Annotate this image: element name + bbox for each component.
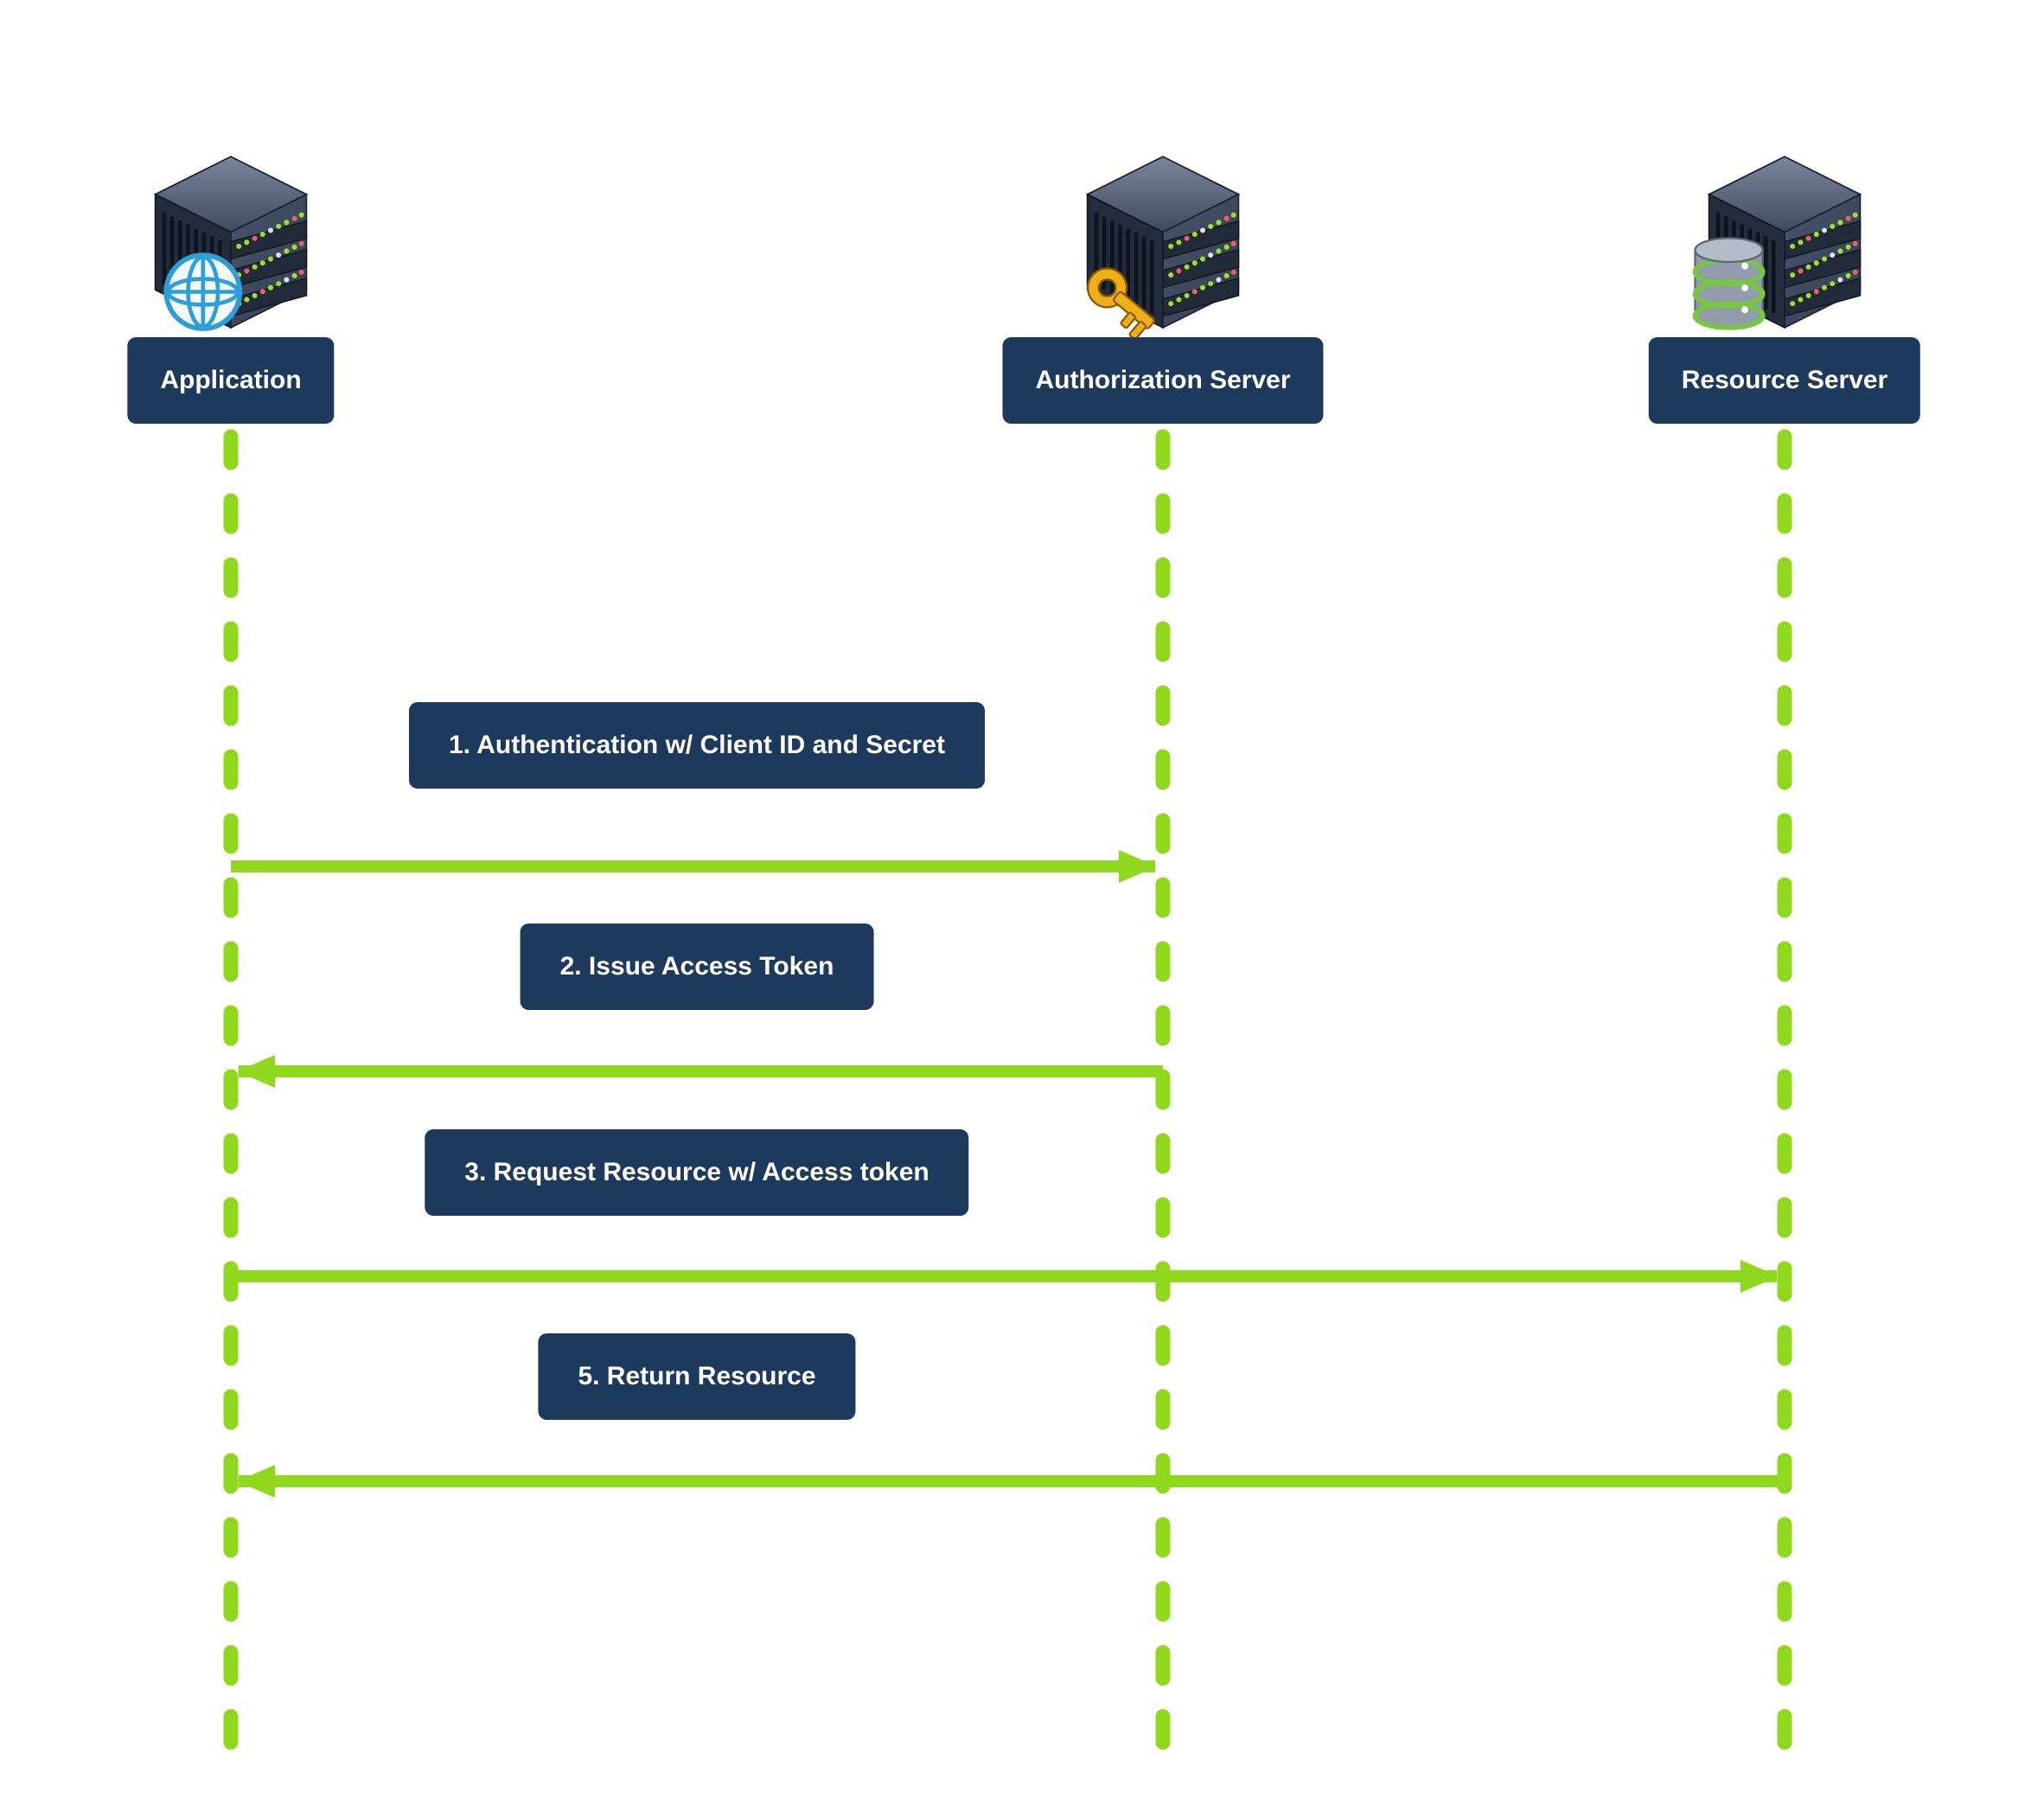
message-label-1: 1. Authentication w/ Client ID and Secre… <box>409 702 985 789</box>
actor-label-authorization-server: Authorization Server <box>1002 337 1324 424</box>
actor-label-resource-server: Resource Server <box>1648 337 1921 424</box>
key-icon <box>1087 267 1155 341</box>
database-icon <box>1692 237 1766 330</box>
actor-label-application: Application <box>127 337 335 424</box>
message-label-2: 2. Issue Access Token <box>520 923 874 1010</box>
server-key-icon <box>1083 157 1238 341</box>
globe-icon <box>163 252 243 331</box>
message-label-3: 3. Request Resource w/ Access token <box>425 1129 969 1216</box>
server-globe-icon <box>156 157 307 331</box>
server-database-icon <box>1692 157 1861 330</box>
message-label-4: 5. Return Resource <box>538 1333 856 1420</box>
